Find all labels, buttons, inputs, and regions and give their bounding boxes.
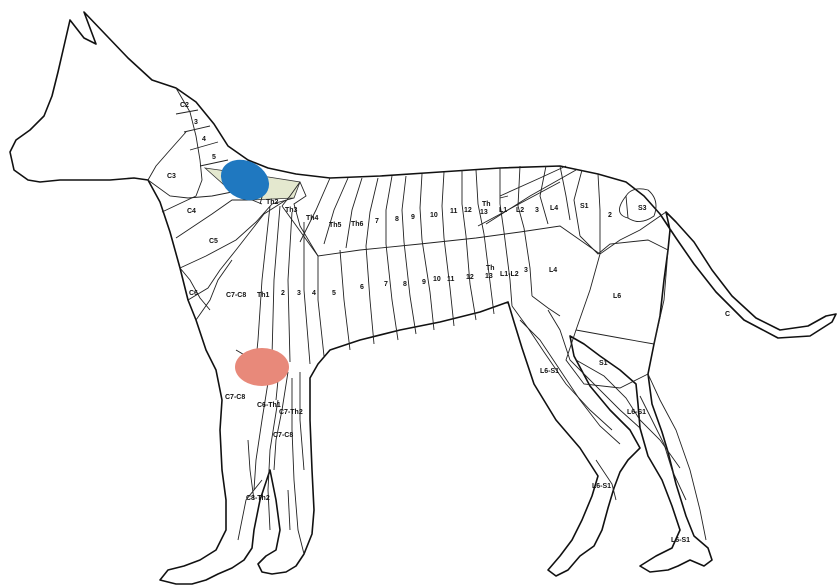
label-c4: C4 xyxy=(187,208,196,215)
label-c7-c8-low: C7-C8 xyxy=(273,432,293,439)
label-c6-th1: C6-Th1 xyxy=(257,402,281,409)
label-th3: Th3 xyxy=(285,207,298,214)
label-c3: C3 xyxy=(167,173,176,180)
label-l3: 3 xyxy=(535,207,539,214)
label-c8-th2: C8-Th2 xyxy=(246,495,270,502)
label-c7-c8-leg: C7-C8 xyxy=(225,394,245,401)
label-b6: 6 xyxy=(360,284,364,291)
label-b10: 10 xyxy=(433,276,441,283)
label-b3: 3 xyxy=(297,290,301,297)
label-c-tail: C xyxy=(725,311,730,318)
label-th5: Th5 xyxy=(329,222,342,229)
label-b5: 5 xyxy=(332,290,336,297)
label-c2: C2 xyxy=(180,102,189,109)
label-l2: L2 xyxy=(516,207,524,214)
label-s2: 2 xyxy=(608,212,612,219)
label-t7: 7 xyxy=(375,218,379,225)
label-b12: 12 xyxy=(466,274,474,281)
label-th6: Th6 xyxy=(351,221,364,228)
elbow-highlight-red xyxy=(235,348,289,386)
label-b8: 8 xyxy=(403,281,407,288)
label-c7-c8: C7-C8 xyxy=(226,292,246,299)
label-c6: C6 xyxy=(189,290,198,297)
leg-segment-lines xyxy=(236,306,706,554)
label-l6-s1-paw: L6-S1 xyxy=(671,537,690,544)
label-th13-side-a: Th xyxy=(486,265,495,272)
label-b4: 4 xyxy=(312,290,316,297)
label-th2: Th2 xyxy=(266,199,279,206)
label-t9: 9 xyxy=(411,214,415,221)
label-s1-top: S1 xyxy=(580,203,589,210)
label-l6-s1-thigh: L6-S1 xyxy=(540,368,559,375)
label-s1-side: S1 xyxy=(599,360,608,367)
label-t8: 8 xyxy=(395,216,399,223)
label-l6-s1-front: L6-S1 xyxy=(592,483,611,490)
label-l4-side: L4 xyxy=(549,267,557,274)
label-th13-top-b: 13 xyxy=(480,209,488,216)
label-c3-neck: 3 xyxy=(194,119,198,126)
label-b3l: 3 xyxy=(524,267,528,274)
label-b9: 9 xyxy=(422,279,426,286)
label-th1: Th1 xyxy=(257,292,270,299)
label-b11: 11 xyxy=(447,276,455,283)
label-c7-th2: C7-Th2 xyxy=(279,409,303,416)
label-b2: 2 xyxy=(281,290,285,297)
label-th13-side-b: 13 xyxy=(485,273,493,280)
label-c5-neck: 5 xyxy=(212,154,216,161)
label-l1-l2: L1-L2 xyxy=(500,271,519,278)
label-t12: 12 xyxy=(464,207,472,214)
label-l6-s1-hock: L6-S1 xyxy=(627,409,646,416)
label-t11: 11 xyxy=(450,208,458,215)
label-l1: L1 xyxy=(499,207,507,214)
trunk-segment-lines xyxy=(282,166,666,256)
label-l6: L6 xyxy=(613,293,621,300)
dog-body-outline xyxy=(10,12,836,584)
label-c5: C5 xyxy=(209,238,218,245)
label-th13-top-a: Th xyxy=(482,201,491,208)
label-c4-neck: 4 xyxy=(202,136,206,143)
label-t10: 10 xyxy=(430,212,438,219)
label-l4: L4 xyxy=(550,205,558,212)
label-b7: 7 xyxy=(384,281,388,288)
label-s3: S3 xyxy=(638,205,647,212)
label-th4: Th4 xyxy=(306,215,319,222)
